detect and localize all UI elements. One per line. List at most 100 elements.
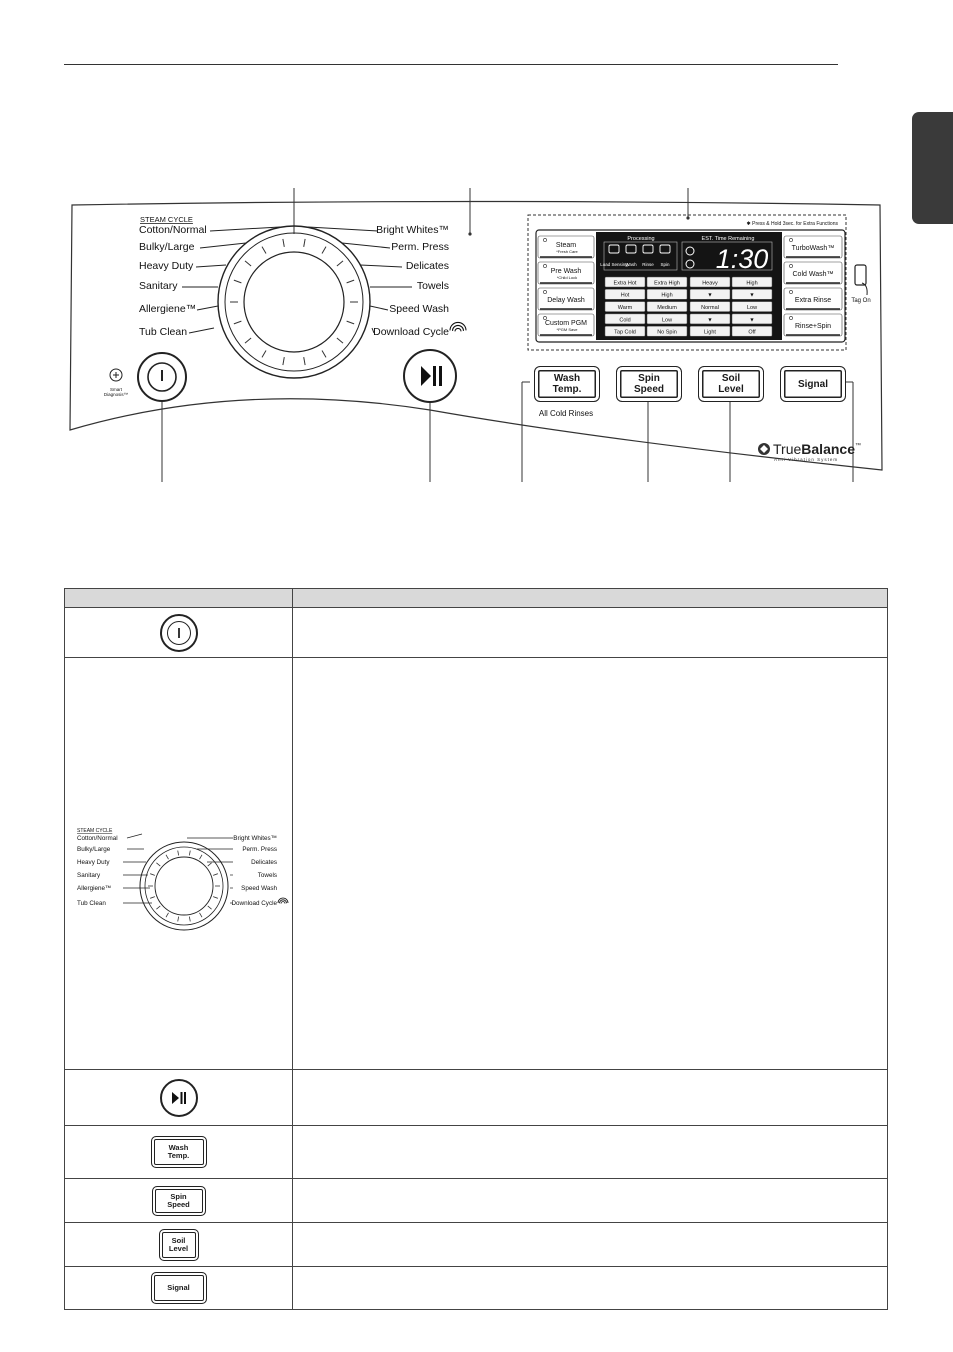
power-button[interactable] [137, 352, 187, 402]
steam-cycle-label: STEAM CYCLE [140, 215, 193, 224]
option-label: Custom PGM [545, 320, 587, 327]
option-sub-label: *PGM Save [557, 327, 579, 332]
cycle-label: Cotton/Normal [77, 835, 118, 842]
play-pause-icon [421, 366, 431, 386]
cycle-label: Heavy Duty [139, 260, 194, 272]
process-label: Load Sensing [600, 262, 628, 267]
level-label: Light [704, 330, 716, 336]
level-label: Hot [621, 293, 630, 299]
level-indicator [604, 313, 646, 325]
process-icon [659, 244, 671, 254]
option-button[interactable] [537, 287, 595, 311]
signal-button[interactable]: Signal [780, 366, 846, 402]
level-indicator [604, 325, 646, 337]
level-indicator [646, 313, 688, 325]
option-button[interactable] [537, 235, 595, 259]
level-label: Medium [657, 305, 677, 311]
cycle-label: Perm. Press [391, 241, 449, 253]
cycle-dial [217, 225, 371, 379]
process-icon [642, 244, 654, 254]
diagnosis-label: Diagnosis™ [104, 392, 128, 397]
svg-text:TrueBalance™: TrueBalance™ [773, 441, 861, 457]
option-label: Cold Wash™ [793, 271, 834, 278]
level-label: No Spin [657, 330, 677, 336]
clock-icon [685, 259, 695, 269]
chapter-tab [912, 112, 953, 224]
start-pause-button[interactable] [403, 349, 457, 403]
level-indicator [731, 276, 773, 288]
level-label: Off [748, 330, 756, 336]
table-description [292, 1222, 888, 1267]
level-label: High [661, 293, 672, 299]
option-label: Delay Wash [547, 297, 585, 304]
option-button[interactable] [537, 261, 595, 285]
cycle-label: Delicates [406, 260, 449, 272]
time-remaining-label: EST. Time Remaining [702, 236, 755, 242]
table-header-row [64, 588, 888, 608]
cycle-label: Delicates [251, 859, 277, 866]
level-indicator [731, 313, 773, 325]
level-indicator [689, 325, 731, 337]
truebalance-logo: TrueBalance™ Anti-Vibration System [758, 441, 861, 462]
svg-text:STEAM CYCLE: STEAM CYCLE [77, 828, 113, 834]
level-label: ▼ [749, 317, 754, 323]
level-label: Warm [618, 305, 633, 311]
option-button[interactable] [537, 313, 595, 337]
option-button[interactable] [783, 235, 843, 259]
level-indicator [604, 301, 646, 312]
option-label: Pre Wash [551, 268, 582, 275]
cycle-label: Sanitary [77, 872, 101, 879]
option-label: TurboWash™ [792, 245, 835, 252]
level-indicator [731, 301, 773, 312]
level-indicator [689, 313, 731, 325]
cycle-label: Perm. Press [242, 846, 277, 853]
cycle-label: Bright Whites™ [376, 224, 449, 236]
cycle-label: Towels [258, 872, 277, 879]
option-label: Rinse+Spin [795, 323, 831, 330]
level-label: ▼ [707, 293, 712, 299]
cycle-label: Heavy Duty [77, 859, 110, 866]
cycle-label: Download Cycle [232, 900, 278, 907]
level-indicator [604, 276, 646, 288]
table-header-cell [292, 588, 888, 608]
option-button[interactable] [783, 313, 843, 337]
option-button[interactable] [783, 261, 843, 285]
check-icon [685, 246, 695, 256]
press-hold-note: ✱ Press & Hold 3sec. for Extra Functions [747, 221, 839, 227]
svg-text:Anti-Vibration System: Anti-Vibration System [774, 457, 838, 462]
wifi-icon [277, 897, 289, 904]
level-indicator [646, 276, 688, 288]
table-header-cell [64, 588, 293, 608]
level-label: High [746, 280, 757, 286]
cycle-label: Allergiene™ [77, 885, 111, 892]
level-label: Normal [701, 305, 719, 311]
smart-diagnosis-icon [109, 368, 123, 382]
level-indicator [731, 289, 773, 300]
process-label: Spin [660, 262, 670, 267]
level-indicator [646, 325, 688, 337]
level-indicator [689, 276, 731, 288]
table-description [292, 1125, 888, 1179]
level-indicator [646, 301, 688, 312]
level-indicator [689, 289, 731, 300]
level-label: Tap Cold [614, 330, 636, 336]
level-indicator [604, 289, 646, 300]
level-indicator [689, 301, 731, 312]
cycle-label: Tub Clean [139, 326, 187, 338]
cycle-label: Sanitary [139, 280, 178, 292]
level-label: Cold [619, 317, 630, 323]
level-indicator [731, 325, 773, 337]
cycle-label: Cotton/Normal [139, 224, 207, 236]
option-button[interactable] [783, 287, 843, 311]
